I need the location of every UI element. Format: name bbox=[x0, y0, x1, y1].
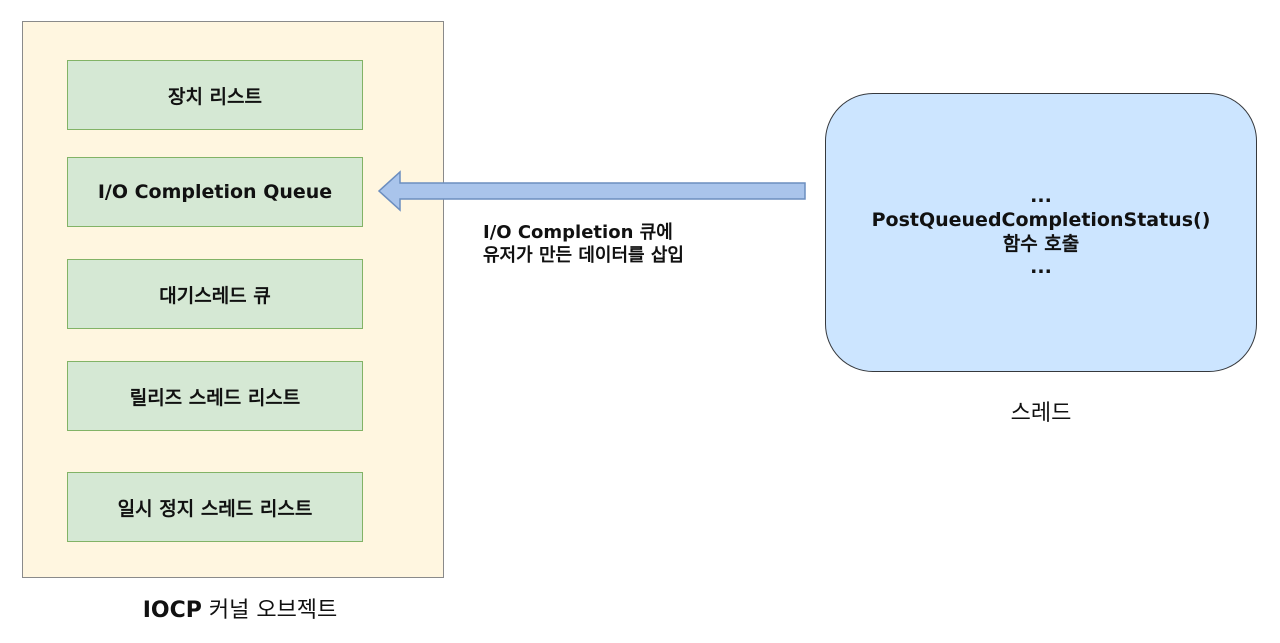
thread-function-name: PostQueuedCompletionStatus() bbox=[871, 208, 1211, 231]
thread-ellipsis-bottom: ... bbox=[1030, 256, 1052, 279]
thread-function-call: 함수 호출 bbox=[1002, 232, 1080, 255]
iocp-kernel-object-caption: IOCP 커널 오브젝트 bbox=[0, 592, 480, 624]
io-completion-queue-box: I/O Completion Queue bbox=[67, 157, 363, 227]
thread-ellipsis-top: ... bbox=[1030, 185, 1052, 207]
device-list-box: 장치 리스트 bbox=[67, 60, 363, 130]
insert-arrow-shape bbox=[377, 170, 806, 212]
waiting-thread-queue-label: 대기스레드 큐 bbox=[159, 284, 271, 307]
insert-arrow-label: I/O Completion 큐에 유저가 만든 데이터를 삽입 bbox=[483, 221, 684, 268]
release-thread-list-box: 릴리즈 스레드 리스트 bbox=[67, 361, 363, 431]
insert-arrow-label-line1: I/O Completion 큐에 bbox=[483, 222, 673, 243]
paused-thread-list-box: 일시 정지 스레드 리스트 bbox=[67, 472, 363, 542]
device-list-label: 장치 리스트 bbox=[167, 85, 262, 108]
thread-caption: 스레드 bbox=[1010, 401, 1072, 426]
paused-thread-list-label: 일시 정지 스레드 리스트 bbox=[117, 497, 313, 520]
insert-arrow-label-line2: 유저가 만든 데이터를 삽입 bbox=[483, 245, 684, 267]
iocp-caption-bold: IOCP bbox=[142, 598, 202, 623]
release-thread-list-label: 릴리즈 스레드 리스트 bbox=[129, 386, 301, 409]
thread-box: ... PostQueuedCompletionStatus() 함수 호출 .… bbox=[825, 93, 1257, 372]
waiting-thread-queue-box: 대기스레드 큐 bbox=[67, 259, 363, 329]
io-completion-queue-label: I/O Completion Queue bbox=[97, 181, 333, 203]
iocp-caption-rest: 커널 오브젝트 bbox=[201, 598, 338, 623]
